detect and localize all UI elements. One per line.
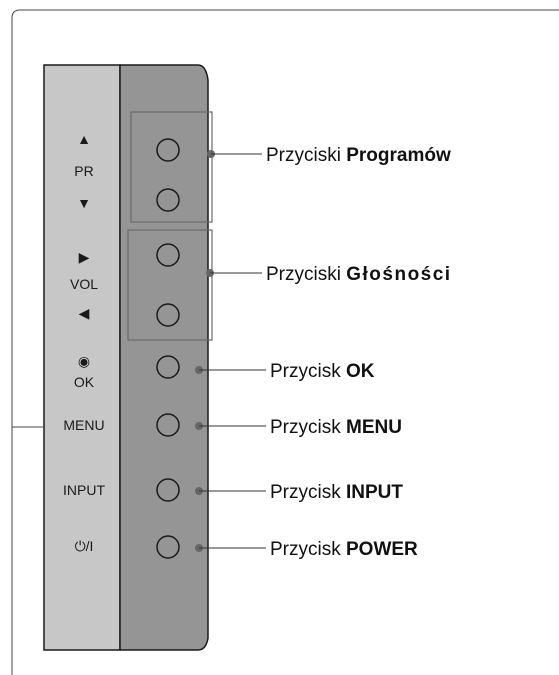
callout-ok-bold: OK [346,361,375,382]
menu-label: MENU [63,417,104,433]
callout-ok: Przycisk OK [270,361,375,382]
callout-ok-prefix: Przycisk [270,361,346,382]
callout-menu-bold: MENU [346,417,402,438]
callout-volume-prefix: Przyciski [266,264,346,285]
callout-input: Przycisk INPUT [270,482,403,503]
program-down-button[interactable] [156,188,180,212]
ok-button[interactable] [156,355,180,379]
program-buttons-group [130,111,213,223]
volume-down-button[interactable] [156,303,180,327]
volume-up-button[interactable] [156,243,180,267]
input-button[interactable] [156,478,180,502]
callout-input-bold: INPUT [346,482,403,503]
frame-outline [11,9,559,675]
callout-programs-prefix: Przyciski [266,145,346,166]
right-triangle-icon: ▶ [79,249,90,265]
up-triangle-icon: ▲ [77,131,91,147]
vol-label: VOL [70,276,98,292]
down-triangle-icon: ▼ [77,195,91,211]
pr-label: PR [74,163,93,179]
input-label: INPUT [63,482,105,498]
callout-programs-bold: Programów [346,145,451,166]
callout-input-prefix: Przycisk [270,482,346,503]
ok-dot-icon: ◉ [78,353,90,369]
callout-menu: Przycisk MENU [270,417,402,438]
ok-label: OK [74,374,95,390]
callout-power-bold: POWER [346,539,418,560]
power-icon: ⏻/I [75,538,94,554]
callout-power-prefix: Przycisk [270,539,346,560]
callout-volume-bold: Głośności [346,264,451,285]
program-up-button[interactable] [156,138,180,162]
power-button[interactable] [156,535,180,559]
callout-power: Przycisk POWER [270,539,418,560]
left-triangle-icon: ◀ [79,305,90,321]
callout-menu-prefix: Przycisk [270,417,346,438]
front-label-strip [43,64,121,651]
volume-buttons-group [127,229,213,341]
callout-volume: Przyciski Głośności [266,264,452,285]
menu-button[interactable] [156,413,180,437]
callout-programs: Przyciski Programów [266,145,451,166]
